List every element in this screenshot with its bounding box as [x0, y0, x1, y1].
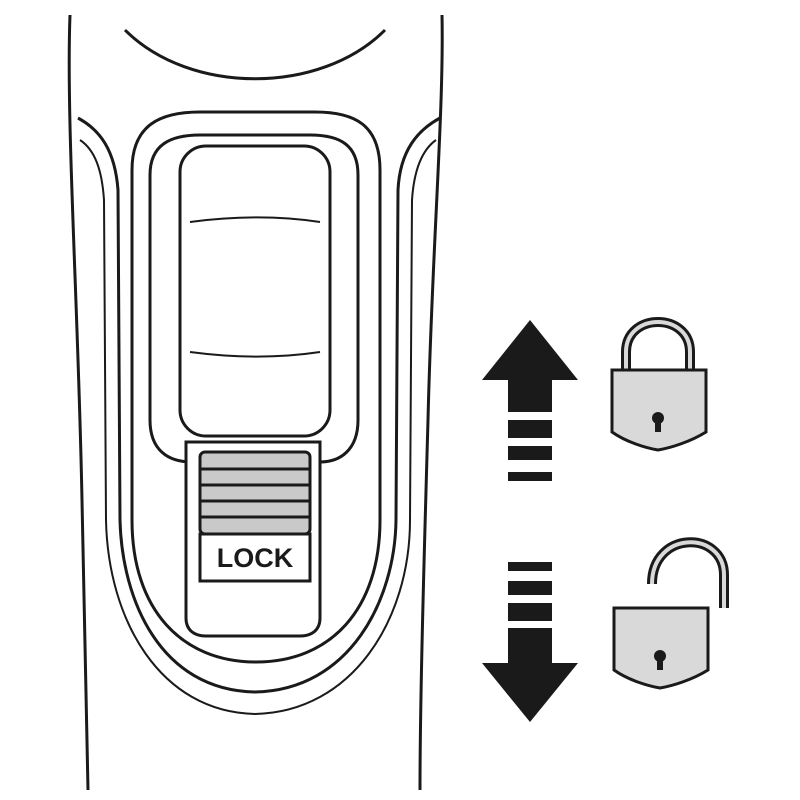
body-right-edge — [418, 14, 444, 791]
switch-housing — [130, 110, 382, 664]
panel-outer-rim — [79, 139, 437, 716]
arrow-up-icon — [482, 320, 578, 481]
slider-grip[interactable] — [198, 450, 312, 536]
lock-label: LOCK — [217, 543, 294, 573]
top-arc — [123, 28, 387, 81]
device-body — [67, 14, 444, 791]
arrow-down-icon — [482, 562, 578, 722]
window — [178, 144, 332, 438]
unlocked-padlock-icon — [612, 537, 729, 690]
lock-label-box — [198, 532, 312, 583]
locked-padlock-icon — [610, 317, 708, 452]
window-line-top — [189, 216, 321, 223]
window-frame — [148, 133, 360, 464]
window-line-bottom — [189, 351, 321, 358]
body-left-edge — [67, 14, 90, 791]
panel-outer — [77, 116, 441, 694]
